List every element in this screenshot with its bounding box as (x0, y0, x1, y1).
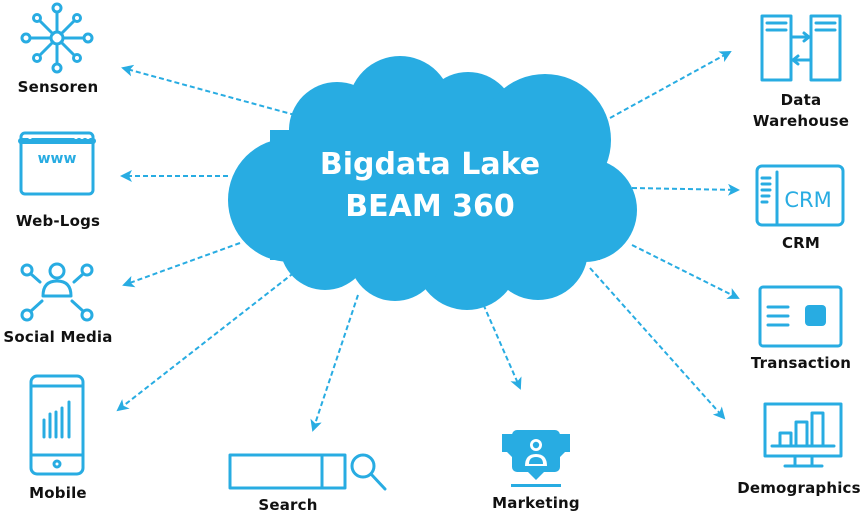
monitor-bar-chart-icon (763, 402, 843, 468)
center-title-line1: Bigdata Lake (319, 147, 541, 182)
label-web-logs: Web-Logs (15, 212, 101, 230)
label-transaction: Transaction (750, 354, 852, 372)
label-data-warehouse-line1: Data (780, 91, 822, 109)
cloud-shape (228, 56, 637, 310)
browser-dot-icon (86, 135, 90, 139)
arrow-to-data-warehouse (609, 51, 732, 119)
label-mobile: Mobile (29, 484, 87, 502)
credit-card-icon (758, 285, 843, 348)
www-text-icon: www (38, 151, 77, 167)
arrow-to-crm (631, 183, 740, 196)
browser-dot-icon (74, 135, 78, 139)
browser-www-icon (18, 131, 96, 196)
center-title: Bigdata Lake BEAM 360 (250, 144, 610, 228)
arrow-to-social-media (122, 242, 241, 288)
arrow-to-transaction (631, 244, 740, 299)
search-bar-icon (228, 453, 387, 491)
arrow-to-demographics (589, 267, 726, 420)
center-title-line2: BEAM 360 (345, 189, 515, 224)
label-demographics: Demographics (737, 479, 861, 497)
arrow-to-search (310, 294, 359, 432)
label-search: Search (258, 496, 318, 514)
crm-text-icon: CRM (784, 188, 831, 212)
smartphone-signal-icon (29, 374, 85, 476)
arrow-to-mobile (116, 267, 301, 412)
arrow-to-sensoren (121, 64, 296, 116)
label-social-media: Social Media (3, 328, 113, 346)
label-sensoren: Sensoren (17, 78, 99, 96)
browser-dot-icon (28, 135, 32, 139)
label-crm: CRM (781, 234, 821, 252)
connectors (116, 51, 740, 432)
crm-window-icon (755, 164, 845, 227)
card-chip-icon (805, 305, 826, 326)
network-hub-icon (20, 2, 94, 74)
browser-dot-icon (80, 135, 84, 139)
label-data-warehouse-line2: Warehouse (752, 112, 850, 130)
social-network-user-icon (20, 262, 94, 322)
label-marketing: Marketing (492, 494, 580, 512)
data-warehouse-icon (760, 14, 842, 82)
marketing-user-pin-icon (502, 430, 570, 487)
